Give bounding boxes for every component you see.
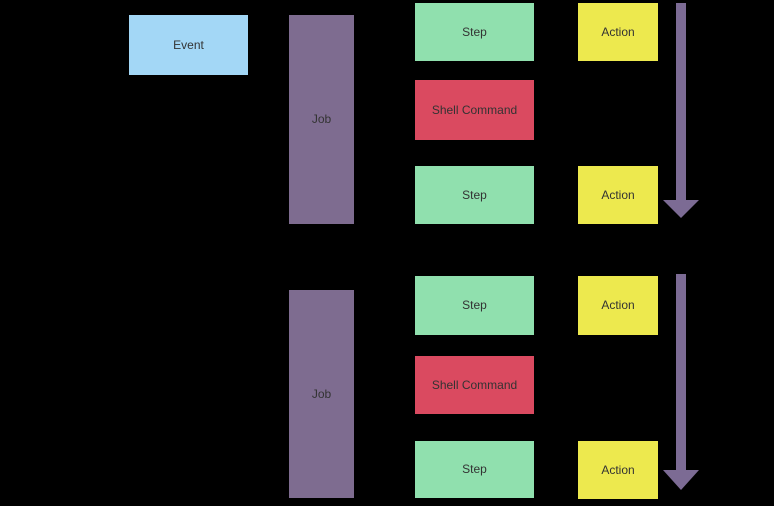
action-4-node: Action — [578, 441, 658, 499]
action-1-node: Action — [578, 3, 658, 61]
shell-command-1-node: Shell Command — [415, 80, 534, 140]
job-1-sequence-arrow-shaft — [676, 3, 686, 200]
event-node-label: Event — [173, 37, 204, 52]
action-2-node: Action — [578, 166, 658, 224]
step-4-node: Step — [415, 441, 534, 498]
step-2-node: Step — [415, 166, 534, 224]
job-2-sequence-arrow-shaft — [676, 274, 686, 470]
job-1-node-label: Job — [311, 112, 332, 127]
job-2-node: Job — [289, 290, 354, 498]
job-1-sequence-arrow-arrowhead-icon — [663, 200, 699, 218]
shell-command-2-node: Shell Command — [415, 356, 534, 414]
action-3-node: Action — [578, 276, 658, 335]
job-1-node: Job — [289, 15, 354, 224]
action-3-node-label: Action — [601, 298, 635, 313]
step-2-node-label: Step — [462, 187, 487, 202]
step-3-node: Step — [415, 276, 534, 335]
action-2-node-label: Action — [601, 187, 635, 202]
event-node: Event — [129, 15, 248, 75]
step-3-node-label: Step — [462, 298, 487, 313]
shell-command-1-node-label: Shell Command — [431, 102, 518, 117]
action-1-node-label: Action — [601, 24, 635, 39]
job-2-node-label: Job — [311, 386, 332, 401]
step-4-node-label: Step — [462, 462, 487, 477]
shell-command-2-node-label: Shell Command — [431, 377, 518, 392]
job-2-sequence-arrow-arrowhead-icon — [663, 470, 699, 490]
step-1-node-label: Step — [462, 24, 487, 39]
step-1-node: Step — [415, 3, 534, 61]
action-4-node-label: Action — [601, 462, 635, 477]
